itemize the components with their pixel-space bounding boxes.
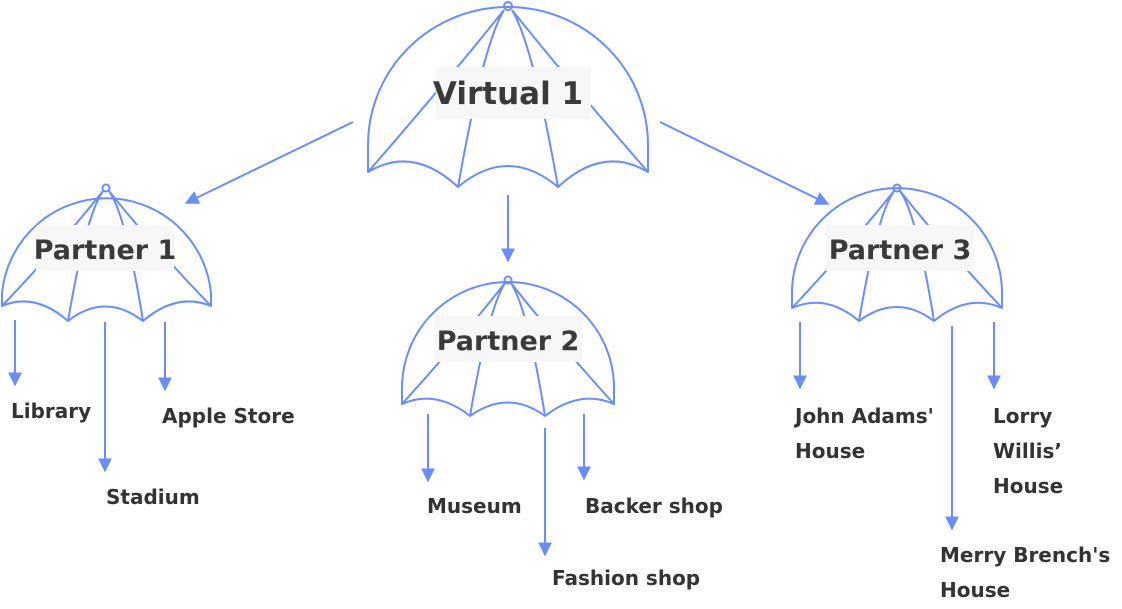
leaf-library: Library <box>11 399 92 423</box>
leaf-fashion-shop: Fashion shop <box>552 566 701 590</box>
partner2-title-bg <box>435 316 582 362</box>
partner3-title: Partner 3 <box>829 235 972 266</box>
partner1-title-bg <box>36 225 174 271</box>
partner2-title: Partner 2 <box>437 326 580 357</box>
leaf-backer-shop: Backer shop <box>585 494 723 518</box>
leaf-museum: Museum <box>427 494 522 518</box>
leaf-lorry-willis-house: Lorry Willis’ House <box>993 404 1064 498</box>
root-title: Virtual 1 <box>433 76 583 112</box>
leaf-stadium: Stadium <box>106 485 200 509</box>
root-title-bg <box>436 67 591 119</box>
leaf-merry-brench-house: Merry Brench's House <box>940 543 1111 602</box>
leaf-john-adams-house: John Adams' House <box>795 404 934 463</box>
partner3-title-bg <box>826 225 974 271</box>
arrow-root-to-partner1 <box>184 121 354 204</box>
partner1-title: Partner 1 <box>34 235 177 266</box>
leaf-apple-store: Apple Store <box>162 404 295 428</box>
arrow-root-to-partner3 <box>659 121 830 205</box>
